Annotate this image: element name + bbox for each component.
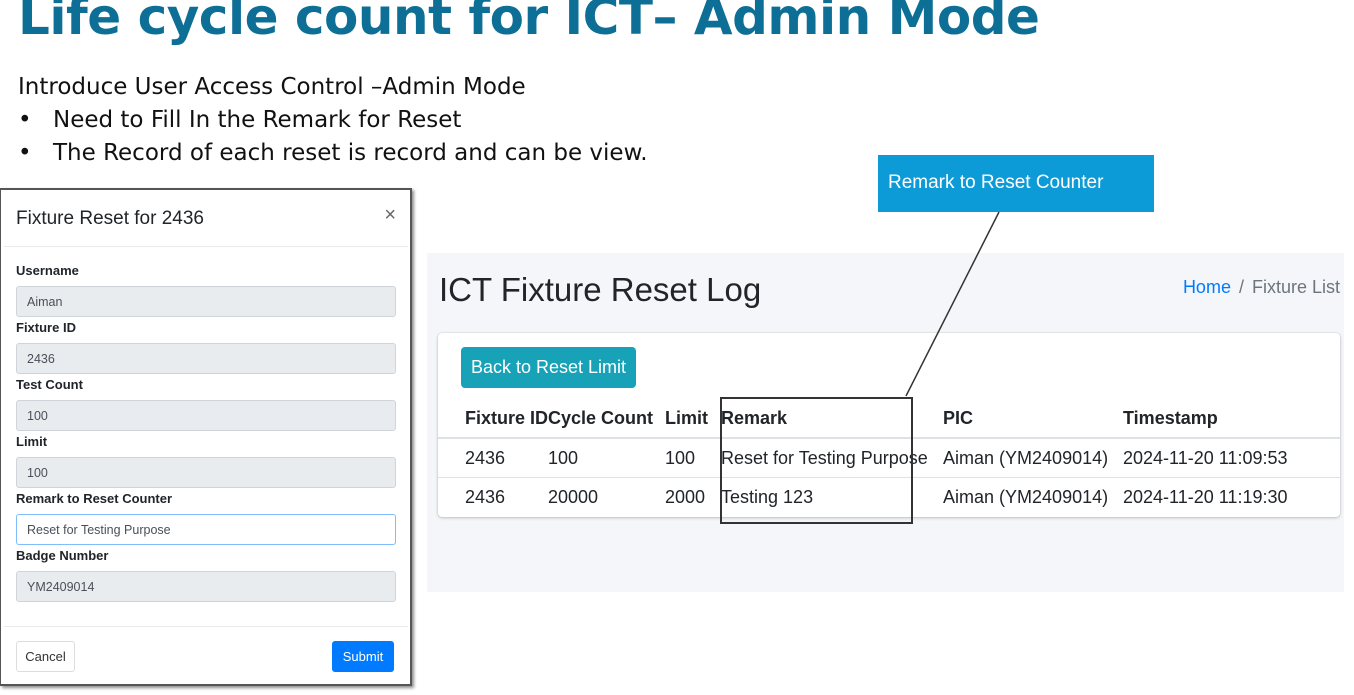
- reset-log-title: ICT Fixture Reset Log: [439, 271, 762, 308]
- cell-cycle-count: 100: [548, 437, 666, 478]
- column-header-limit: Limit: [665, 399, 722, 439]
- table-row: 2436 100 100 Reset for Testing Purpose A…: [438, 437, 1340, 478]
- username-field[interactable]: [16, 286, 396, 317]
- cell-pic: Aiman (YM2409014): [943, 477, 1124, 516]
- back-to-reset-limit-button[interactable]: Back to Reset Limit: [461, 347, 636, 388]
- cell-limit: 2000: [665, 477, 722, 516]
- badge-number-label: Badge Number: [16, 548, 109, 563]
- fixture-id-label: Fixture ID: [16, 320, 76, 335]
- column-header-timestamp: Timestamp: [1123, 399, 1340, 439]
- cell-fixture-id: 2436: [438, 477, 549, 516]
- modal-title: Fixture Reset for 2436: [16, 208, 204, 229]
- cell-timestamp: 2024-11-20 11:09:53: [1123, 437, 1340, 478]
- modal-header: Fixture Reset for 2436 ×: [4, 190, 408, 247]
- modal-footer: Cancel Submit: [4, 626, 408, 672]
- bullet-dot: •: [18, 140, 32, 166]
- test-count-field[interactable]: [16, 400, 396, 431]
- cell-remark: Testing 123: [721, 477, 944, 516]
- column-header-cycle-count: Cycle Count: [548, 399, 666, 439]
- slide-title: Life cycle count for ICT– Admin Mode: [18, 0, 1040, 46]
- cancel-button[interactable]: Cancel: [16, 641, 75, 672]
- badge-number-field[interactable]: [16, 571, 396, 602]
- bullet-dot: •: [18, 107, 32, 133]
- fixture-id-field[interactable]: [16, 343, 396, 374]
- table-header-row: Fixture ID Cycle Count Limit Remark PIC …: [438, 399, 1340, 439]
- breadcrumb-home-link[interactable]: Home: [1182, 277, 1231, 297]
- reset-log-table: Fixture ID Cycle Count Limit Remark PIC …: [438, 399, 1340, 516]
- cell-pic: Aiman (YM2409014): [943, 437, 1124, 478]
- reset-log-panel: ICT Fixture Reset Log Home/Fixture List …: [427, 253, 1344, 592]
- test-count-label: Test Count: [16, 377, 83, 392]
- remark-field[interactable]: [16, 514, 396, 545]
- intro-text: Introduce User Access Control –Admin Mod…: [18, 74, 526, 100]
- bullet-list: • Need to Fill In the Remark for Reset • T…: [18, 104, 648, 170]
- close-icon[interactable]: ×: [384, 204, 396, 226]
- submit-button[interactable]: Submit: [332, 641, 394, 672]
- bullet-item: • Need to Fill In the Remark for Reset: [18, 104, 648, 137]
- column-header-remark: Remark: [721, 399, 944, 439]
- cell-timestamp: 2024-11-20 11:19:30: [1123, 477, 1340, 516]
- limit-label: Limit: [16, 434, 48, 449]
- bullet-text: Need to Fill In the Remark for Reset: [53, 107, 462, 133]
- bullet-text: The Record of each reset is record and c…: [53, 140, 648, 166]
- column-header-pic: PIC: [943, 399, 1124, 439]
- breadcrumb-separator: /: [1238, 277, 1244, 297]
- breadcrumb-current: Fixture List: [1251, 277, 1340, 297]
- column-header-fixture-id: Fixture ID: [438, 399, 549, 439]
- table-row: 2436 20000 2000 Testing 123 Aiman (YM240…: [438, 477, 1340, 516]
- cell-limit: 100: [665, 437, 722, 478]
- cell-cycle-count: 20000: [548, 477, 666, 516]
- remark-highlight-box: [720, 397, 913, 524]
- limit-field[interactable]: [16, 457, 396, 488]
- fixture-reset-modal: Fixture Reset for 2436 × Username Fixtur…: [0, 188, 412, 686]
- remark-callout-box: Remark to Reset Counter: [878, 155, 1154, 212]
- breadcrumb: Home / Fixture List: [1183, 277, 1340, 298]
- cell-remark: Reset for Testing Purpose: [721, 437, 944, 478]
- username-label: Username: [16, 263, 79, 278]
- remark-label: Remark to Reset Counter: [16, 491, 173, 506]
- bullet-item: • The Record of each reset is record and …: [18, 137, 648, 170]
- cell-fixture-id: 2436: [438, 437, 549, 478]
- reset-log-card: Back to Reset Limit Fixture ID Cycle Cou…: [438, 333, 1340, 517]
